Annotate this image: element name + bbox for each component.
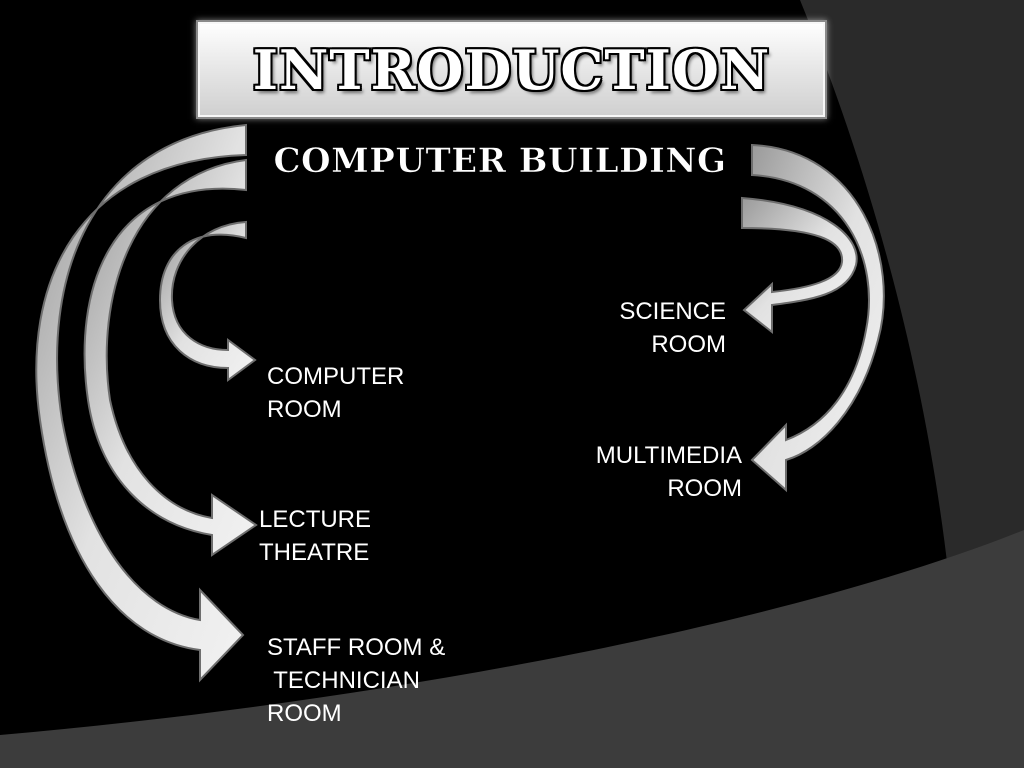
- label-multimedia-room: MULTIMEDIA ROOM: [595, 442, 742, 502]
- arrow-to-multimedia-room: [750, 143, 885, 493]
- label-computer-room: COMPUTER ROOM: [267, 363, 405, 423]
- arrow-to-lecture-theatre: [83, 158, 258, 557]
- label-lecture-theatre: LECTURE THEATRE: [259, 506, 372, 566]
- arrow-to-computer-room: [158, 220, 257, 382]
- title-box: INTRODUCTION: [196, 20, 827, 119]
- arrow-to-science-room: [741, 196, 858, 335]
- arrow-to-staff-room: [35, 123, 247, 683]
- label-science-room: SCIENCE ROOM: [619, 298, 726, 358]
- slide-title: INTRODUCTION: [252, 37, 771, 102]
- label-staff-room: STAFF ROOM & TECHNICIAN ROOM: [267, 634, 446, 727]
- subtitle-computer-building: COMPUTER BUILDING: [273, 141, 727, 181]
